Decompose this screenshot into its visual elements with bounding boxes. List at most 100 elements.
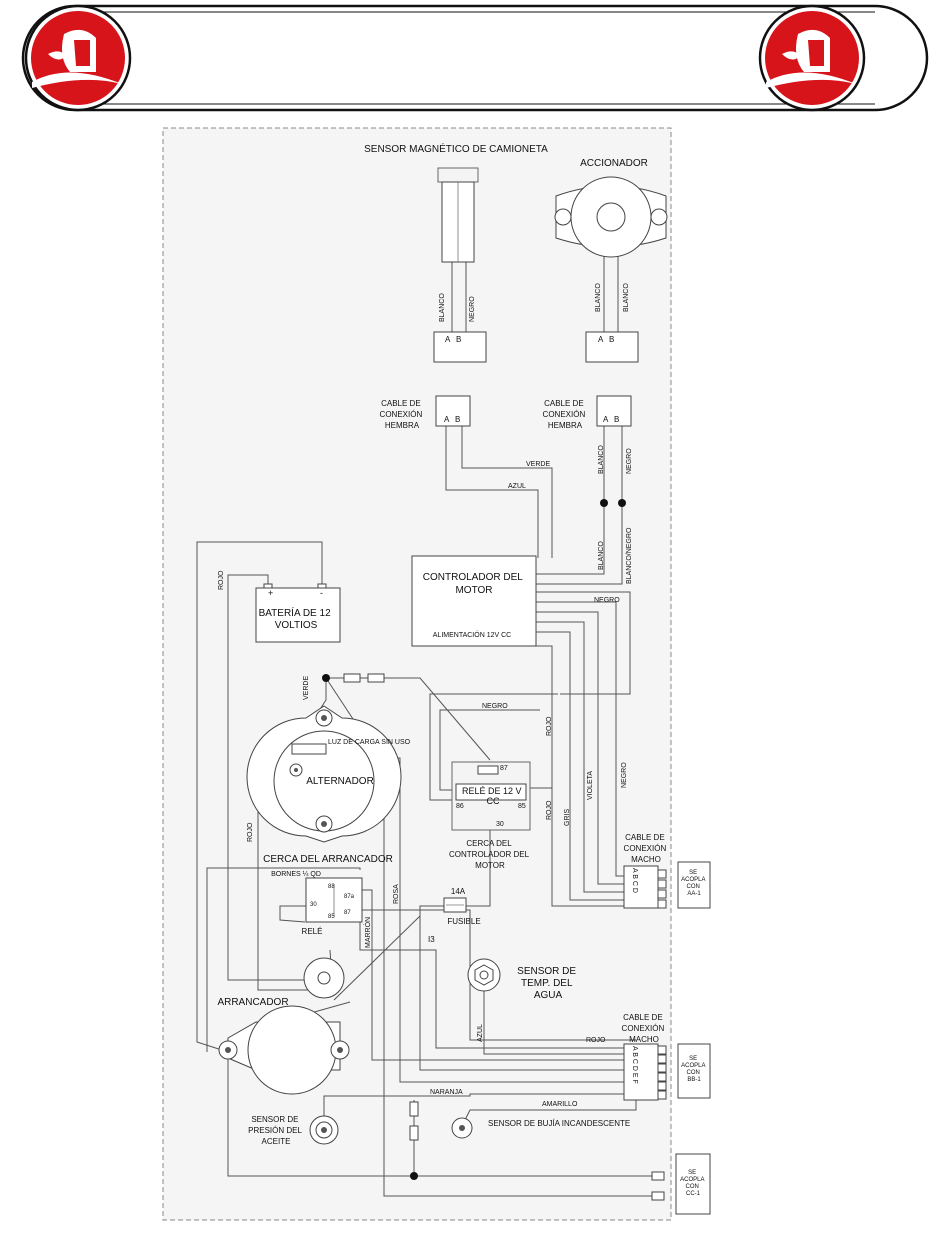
pins-abcdef: A B C D E F <box>631 1046 638 1084</box>
svg-text:B: B <box>614 415 619 424</box>
wire-label-blanco: BLANCO <box>598 445 605 474</box>
wire-label-blanco: BLANCO <box>595 283 602 312</box>
connector-macho-abcdef <box>623 1043 667 1101</box>
cerca-arrancador-label: CERCA DEL ARRANCADOR <box>263 854 393 865</box>
wire-label-azul: AZUL <box>477 1024 484 1042</box>
wire-label-verde: VERDE <box>526 461 550 468</box>
wire-label-azul: AZUL <box>508 483 526 490</box>
controlador-label: CONTROLADOR DEL MOTOR <box>423 572 525 596</box>
connector-ab: A B <box>433 331 487 363</box>
relay-12v-label: RELÉ DE 12 V CC <box>462 786 524 806</box>
relay-12v <box>451 761 531 831</box>
rele-label: RELÉ <box>302 927 323 936</box>
junction-dot <box>618 499 626 507</box>
fusible-label: FUSIBLE <box>447 917 480 926</box>
wire-label-naranja: NARANJA <box>430 1089 463 1096</box>
connector-hembra: A B <box>435 395 471 427</box>
wire-label-negro: NEGRO <box>626 448 633 474</box>
svg-text:B: B <box>455 415 460 424</box>
sensor-presion-label: SENSOR DE PRESIÓN DEL ACEITE <box>248 1115 304 1146</box>
svg-text:A: A <box>598 335 604 344</box>
battery-plus: + <box>268 588 273 598</box>
svg-text:A: A <box>444 415 450 424</box>
acopla-cc1-box: SE ACOPLA CON CC-1 <box>675 1153 711 1215</box>
helmet-logo-icon <box>24 4 132 112</box>
junction-dot <box>410 1172 418 1180</box>
relay-pin-85: 85 <box>518 803 526 810</box>
wire-label-blanco-negro: BLANCO/NEGRO <box>626 527 633 584</box>
sensor-magnetico-label: SENSOR MAGNÉTICO DE CAMIONETA <box>364 142 548 155</box>
alternador-label: ALTERNADOR <box>306 776 374 787</box>
glow-plug-sensor <box>451 1117 473 1139</box>
cerca-controlador-label: CERCA DEL CONTROLADOR DEL MOTOR <box>449 839 531 870</box>
inline-fuse-vertical <box>409 1101 419 1141</box>
magnetic-sensor <box>437 167 479 263</box>
pins-abcd: A B C D <box>631 868 638 893</box>
rs-pin-87: 87 <box>344 910 351 916</box>
svg-text:SE ACOPLA CON: SE ACOPLA CON CC-1 <box>680 1170 706 1197</box>
wire-label-blanco: BLANCO <box>623 283 630 312</box>
bateria-label: BATERÍA DE 12 VOLTIOS <box>259 606 334 631</box>
wire-label-negro: NEGRO <box>469 296 476 322</box>
accionador-label: ACCIONADOR <box>580 158 648 169</box>
inline-connector <box>367 673 385 683</box>
engine-controller <box>411 555 537 647</box>
bornes-label: BORNES ¼ QD <box>271 871 321 878</box>
luz-carga-label: LUZ DE CARGA SIN USO <box>328 739 411 746</box>
junction-dot <box>600 499 608 507</box>
rs-pin-88: 88 <box>328 884 335 890</box>
alternator <box>246 705 402 843</box>
svg-text:A: A <box>603 415 609 424</box>
svg-text:SE ACOPLA CON: SE ACOPLA CON BB-1 <box>681 1056 707 1083</box>
battery <box>255 583 341 643</box>
header-banner <box>21 4 929 112</box>
wire-label-blanco: BLANCO <box>439 293 446 322</box>
rs-pin-87a: 87a <box>344 894 355 900</box>
junction-dot <box>322 674 330 682</box>
wire-label-rojo: ROJO <box>586 1037 606 1044</box>
sensor-temp-label: SENSOR DE TEMP. DEL AGUA <box>517 966 579 1001</box>
oil-pressure-sensor <box>309 1115 339 1145</box>
connector-ab: A B <box>585 331 639 363</box>
i3-label: I3 <box>428 935 435 944</box>
wire-label-rojo: ROJO <box>546 716 553 736</box>
cable-hembra-label: CABLE DE CONEXIÓN HEMBRA <box>543 399 588 430</box>
wire-label-marron: MARRÓN <box>363 917 372 948</box>
starter-motor <box>218 957 350 1095</box>
alimentacion-label: ALIMENTACIÓN 12V CC <box>433 630 511 639</box>
fuse <box>443 897 467 913</box>
wire-label-gris: GRIS <box>564 809 571 826</box>
acopla-aa1-box: SE ACOPLA CON AA-1 <box>677 861 711 909</box>
starter-relay <box>305 877 363 923</box>
svg-text:B: B <box>609 335 614 344</box>
connector-cc1 <box>651 1171 665 1201</box>
inline-connector <box>343 673 361 683</box>
wire-label-negro: NEGRO <box>594 597 620 604</box>
relay-pin-30: 30 <box>496 821 504 828</box>
connector-hembra: A B <box>596 395 632 427</box>
wire-label-rojo: ROJO <box>218 570 225 590</box>
water-temp-sensor <box>467 958 501 992</box>
cable-macho-label: CABLE DE CONEXIÓN MACHO <box>624 833 669 864</box>
svg-text:A: A <box>445 335 451 344</box>
sensor-bujia-label: SENSOR DE BUJÍA INCANDESCENTE <box>488 1119 630 1128</box>
fusible-rating: 14A <box>451 887 466 896</box>
actuator <box>554 176 668 258</box>
wire-label-amarillo: AMARILLO <box>542 1101 578 1108</box>
arrancador-label: ARRANCADOR <box>217 997 288 1008</box>
svg-text:B: B <box>456 335 461 344</box>
rs-pin-85: 85 <box>328 914 335 920</box>
wire-label-rojo: ROJO <box>247 822 254 842</box>
connector-macho-abcd <box>623 865 667 909</box>
helmet-logo-icon <box>758 4 866 112</box>
cable-hembra-label: CABLE DE CONEXIÓN HEMBRA <box>380 399 425 430</box>
wire-label-verde: VERDE <box>303 676 310 700</box>
wire-label-negro: NEGRO <box>621 762 628 788</box>
wire-label-rojo: ROJO <box>546 800 553 820</box>
battery-minus: - <box>320 588 323 598</box>
acopla-bb1-box: SE ACOPLA CON BB-1 <box>677 1043 711 1099</box>
wire-label-negro: NEGRO <box>482 703 508 710</box>
relay-pin-87: 87 <box>500 765 508 772</box>
relay-pin-86: 86 <box>456 803 464 810</box>
